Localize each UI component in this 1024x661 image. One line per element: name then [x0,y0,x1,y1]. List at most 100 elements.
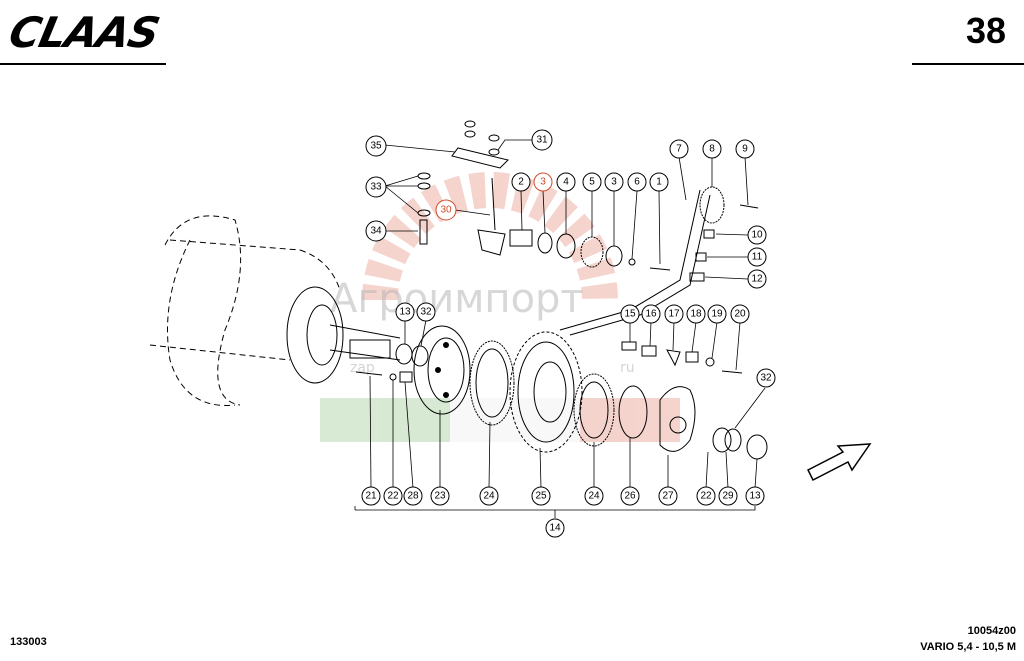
header-rule-left [0,63,166,65]
machine-body-outline [149,215,344,406]
svg-text:13: 13 [749,491,761,502]
svg-text:32: 32 [760,373,772,384]
callout-1: 1 [649,172,669,192]
svg-text:31: 31 [536,135,548,146]
svg-text:13: 13 [399,307,411,318]
svg-text:8: 8 [709,144,715,155]
svg-text:9: 9 [742,144,748,155]
callout-11: 11 [747,247,767,267]
callout-15: 15 [620,304,640,324]
svg-text:20: 20 [734,309,746,320]
svg-text:3: 3 [611,177,617,188]
friction-ring-left [469,340,515,426]
main-sprocket [509,331,583,453]
callout-10: 10 [747,225,767,245]
callout-20: 20 [730,304,750,324]
direction-arrow-icon [806,443,872,482]
svg-text:4: 4 [563,177,569,188]
model-label: VARIO 5,4 - 10,5 M [920,641,1016,653]
svg-text:19: 19 [711,309,723,320]
callout-34: 34 [365,220,387,242]
svg-text:7: 7 [676,144,682,155]
friction-ring-right [573,373,615,447]
callout-22: 22 [383,486,403,506]
svg-text:28: 28 [407,491,419,502]
callout-6: 6 [627,172,647,192]
svg-text:30: 30 [440,205,452,216]
page-number: 38 [965,10,1006,51]
callout-3: 3 [604,172,624,192]
callout-4: 4 [556,172,576,192]
callout-13-right: 13 [745,486,765,506]
svg-text:3: 3 [540,177,546,188]
circlip-13-right [746,434,768,460]
pressure-plate [659,386,696,452]
watermark-logo [320,172,680,442]
ring-26 [618,385,648,439]
callout-24-right: 24 [584,486,604,506]
callout-23: 23 [430,486,450,506]
svg-text:25: 25 [535,491,547,502]
svg-text:24: 24 [483,491,495,502]
watermark-subtext-2: ru [620,360,635,376]
washer-29 [712,427,732,453]
leader-lines [369,139,766,489]
svg-text:1: 1 [656,177,662,188]
svg-text:35: 35 [370,141,382,152]
svg-text:15: 15 [624,309,636,320]
watermark-text: Агроимпорт [330,276,584,322]
friction-ring-right-inner [579,381,609,439]
assembly-bracket-14 [354,506,756,518]
callout-31: 31 [531,129,553,151]
callout-2: 2 [511,172,531,192]
callout-3-highlight: 3 [533,172,553,192]
svg-text:6: 6 [634,177,640,188]
svg-text:21: 21 [365,491,377,502]
callout-18: 18 [686,304,706,324]
svg-text:23: 23 [434,491,446,502]
spring-bolt-group [621,341,743,374]
callout-8: 8 [702,139,722,159]
hub-disc [413,325,471,415]
svg-text:12: 12 [751,274,763,285]
svg-text:11: 11 [752,252,763,263]
svg-text:18: 18 [690,309,702,320]
svg-text:10: 10 [751,230,763,241]
callout-22-right: 22 [696,486,716,506]
callout-14: 14 [545,518,565,538]
callout-21: 21 [361,486,381,506]
callout-13: 13 [395,302,415,322]
callout-33: 33 [365,176,387,198]
svg-text:5: 5 [589,177,595,188]
callout-29: 29 [718,486,738,506]
svg-text:22: 22 [387,491,399,502]
svg-text:22: 22 [700,491,712,502]
svg-text:34: 34 [370,226,382,237]
callout-7: 7 [669,139,689,159]
callout-27: 27 [658,486,678,506]
header-rule-right [912,63,1024,65]
svg-text:29: 29 [722,491,734,502]
friction-ring-left-inner [475,348,509,418]
svg-text:24: 24 [588,491,600,502]
svg-text:33: 33 [370,182,382,193]
svg-text:27: 27 [662,491,674,502]
callout-30: 30 [435,199,457,221]
svg-text:17: 17 [668,309,680,320]
callout-19: 19 [707,304,727,324]
callout-5: 5 [582,172,602,192]
callout-16: 16 [641,304,661,324]
callout-32: 32 [416,302,436,322]
drawing-code: 10054z00 [967,625,1016,637]
callout-25: 25 [531,486,551,506]
svg-text:26: 26 [624,491,636,502]
svg-text:14: 14 [549,523,561,534]
callout-35: 35 [365,135,387,157]
shaft [329,324,401,361]
callout-9: 9 [735,139,755,159]
callout-24: 24 [479,486,499,506]
callout-12: 12 [747,269,767,289]
document-code: 133003 [10,636,47,648]
washer-29-b [724,428,742,452]
